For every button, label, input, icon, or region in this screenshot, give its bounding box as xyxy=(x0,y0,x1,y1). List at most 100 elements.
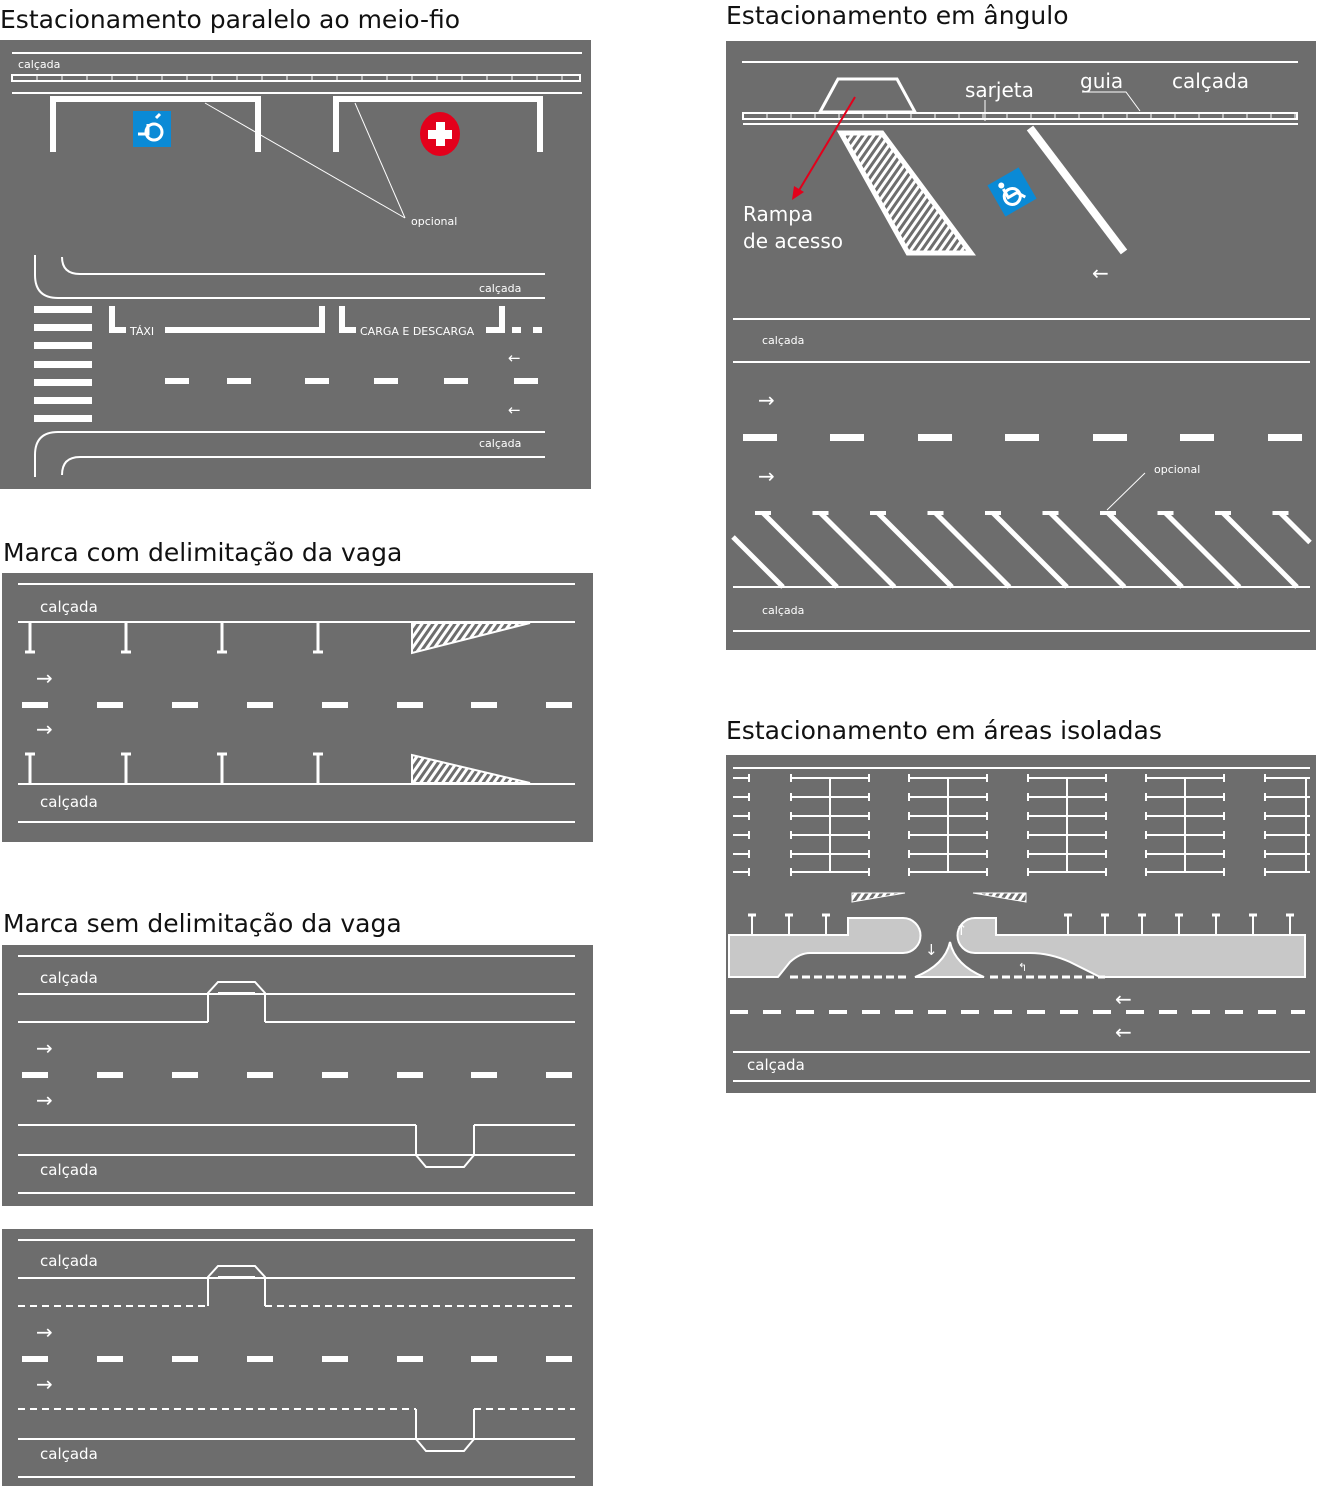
angled-bay-line xyxy=(1026,125,1128,255)
hatched-area xyxy=(411,753,531,784)
lane-dash xyxy=(397,702,423,708)
arrow-left-icon: ← xyxy=(508,349,521,367)
curb-strip xyxy=(11,74,581,82)
lane-dash xyxy=(471,1356,497,1362)
access-ramp xyxy=(207,1265,266,1306)
lane-dash xyxy=(546,1356,572,1362)
lane-dash xyxy=(22,1072,48,1078)
label-opcional: opcional xyxy=(1154,463,1200,476)
arrow-right-icon: → xyxy=(36,1320,53,1344)
lane-dash xyxy=(546,702,572,708)
lane-dash xyxy=(22,1356,48,1362)
crosswalk-stripe xyxy=(34,361,92,368)
label-calcada: calçada xyxy=(747,1056,805,1074)
lane-dash xyxy=(322,702,348,708)
ramp-pointer-arrow xyxy=(792,96,856,200)
label-calcada: calçada xyxy=(40,1445,98,1463)
lane-dash xyxy=(397,1072,423,1078)
lane-divider xyxy=(22,702,572,708)
arrow-left-icon: ← xyxy=(508,401,521,419)
bay-delimiters xyxy=(25,622,323,784)
panel-isolated: ↓ ↑ ↰ ← ← calçada xyxy=(726,755,1316,1093)
lane-dash xyxy=(1005,434,1039,441)
traffic-island-right xyxy=(956,917,1306,978)
panel-with-delimitation: calçada calçada → → xyxy=(2,573,593,842)
access-ramp xyxy=(207,981,266,1022)
lane-divider xyxy=(743,434,1302,441)
traffic-island-left xyxy=(728,917,922,978)
label-taxi: TÁXI xyxy=(129,325,154,338)
angled-bay-line xyxy=(1221,511,1299,589)
parking-bay-accessible xyxy=(50,96,261,152)
lane-dash xyxy=(247,702,273,708)
label-calcada: calçada xyxy=(40,969,98,987)
arrow-left-icon: ← xyxy=(1092,261,1109,285)
arrow-right-icon: → xyxy=(36,717,53,741)
panel-without-delimitation-dashed: →→ xyxy=(2,1229,593,1486)
angled-bay-line xyxy=(933,511,1012,589)
arrow-left-icon: ← xyxy=(1115,1020,1132,1044)
lane-divider xyxy=(165,378,538,384)
lane-dash xyxy=(227,378,251,384)
hatched-area xyxy=(851,892,906,903)
hatched-area xyxy=(972,892,1027,903)
lane-dash xyxy=(471,1072,497,1078)
lane-dash xyxy=(1268,434,1302,441)
title-with-delimitation: Marca com delimitação da vaga xyxy=(3,538,402,567)
medical-cross-icon xyxy=(420,112,460,156)
lane-dash xyxy=(172,1072,198,1078)
title-parallel: Estacionamento paralelo ao meio-fio xyxy=(0,5,460,34)
angled-bay-line xyxy=(1106,511,1184,589)
lane-dash xyxy=(22,702,48,708)
crosswalk-stripe xyxy=(34,415,92,422)
angled-bay-lines xyxy=(731,511,1312,589)
lane-dash xyxy=(830,434,864,441)
lane-dash xyxy=(97,702,123,708)
lane-dash xyxy=(172,702,198,708)
label-calcada: calçada xyxy=(40,793,98,811)
access-ramp xyxy=(817,77,918,114)
label-calcada: calçada xyxy=(479,437,521,450)
lane-dash xyxy=(918,434,952,441)
arrow-up-icon: ↑ xyxy=(955,921,968,939)
angled-bay-line xyxy=(991,511,1069,589)
lane-dash xyxy=(305,378,329,384)
angled-bay-line xyxy=(1163,511,1242,589)
lane-dash xyxy=(322,1356,348,1362)
lane-dash xyxy=(743,434,777,441)
label-calcada: calçada xyxy=(40,1252,98,1270)
arrow-right-icon: → xyxy=(36,1036,53,1060)
label-de-acesso: de acesso xyxy=(743,229,843,253)
traffic-island-center xyxy=(914,941,985,978)
arrow-down-icon: ↓ xyxy=(925,941,938,959)
angled-bay-line xyxy=(761,511,839,589)
lane-dash xyxy=(444,378,468,384)
lane-dash xyxy=(397,1356,423,1362)
label-opcional: opcional xyxy=(411,215,457,228)
label-rampa: Rampa xyxy=(743,202,813,226)
title-without-delimitation: Marca sem delimitação da vaga xyxy=(3,909,402,938)
lane-dash xyxy=(1180,434,1214,441)
access-ramp xyxy=(415,1409,475,1452)
panel-without-delimitation-solid: →→ xyxy=(2,945,593,1206)
label-calcada: calçada xyxy=(762,604,804,617)
parking-bay-medical xyxy=(333,96,543,152)
angled-bay-line xyxy=(1278,511,1312,545)
lane-dash xyxy=(471,702,497,708)
label-calcada: calçada xyxy=(1172,69,1249,93)
crosswalk-stripe xyxy=(34,324,92,331)
lane-dash xyxy=(374,378,398,384)
hatched-access-area xyxy=(836,130,976,256)
crosswalk-stripe xyxy=(34,379,92,386)
angled-bay-line xyxy=(731,535,785,589)
arrow-right-icon: → xyxy=(758,388,775,412)
label-calcada: calçada xyxy=(479,282,521,295)
parking-grids xyxy=(733,774,1310,876)
lane-dash xyxy=(514,378,538,384)
arrow-left-icon: ← xyxy=(1115,987,1132,1011)
label-calcada: calçada xyxy=(762,334,804,347)
taxi-bay-marking xyxy=(109,306,126,333)
label-guia: guia xyxy=(1080,69,1123,93)
lane-dash xyxy=(247,1356,273,1362)
lane-dash xyxy=(172,1356,198,1362)
